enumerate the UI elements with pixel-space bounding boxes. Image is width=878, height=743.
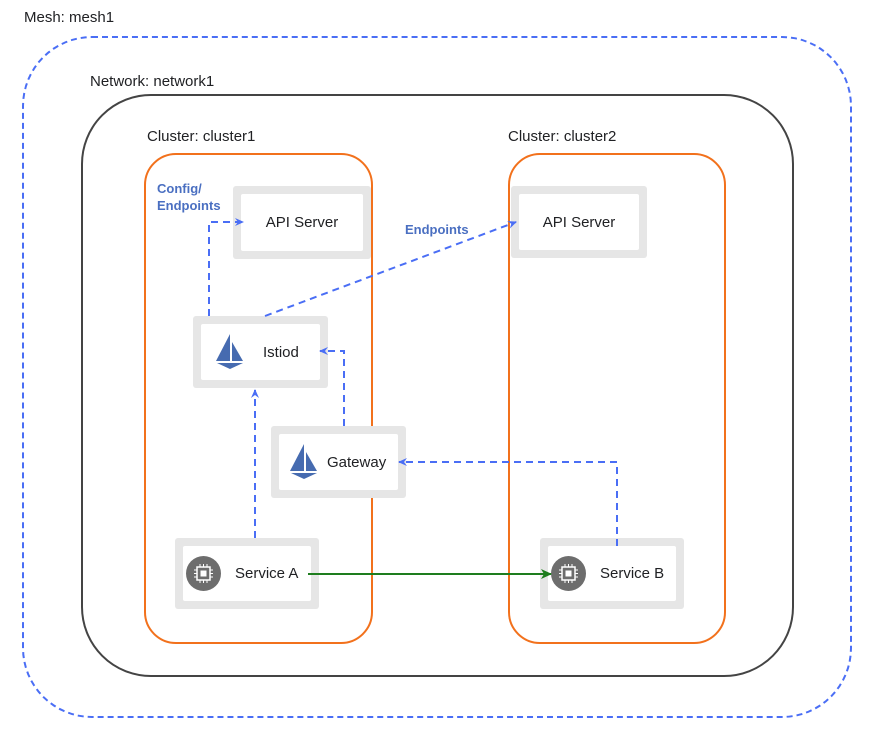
endpoints-label: Endpoints	[405, 222, 469, 237]
cluster2-label: Cluster: cluster2	[508, 128, 617, 145]
api-server-cluster2-label: API Server	[542, 213, 616, 231]
network-boundary	[81, 94, 794, 677]
gateway-label: Gateway	[327, 453, 387, 471]
chip-icon	[186, 556, 221, 591]
config-endpoints-label-line2: Endpoints	[157, 198, 221, 213]
istiod-node[interactable]: Istiod	[193, 316, 328, 388]
service-b-node[interactable]: Service B	[540, 538, 684, 609]
cluster1-boundary	[144, 153, 373, 644]
istio-sail-icon	[215, 332, 245, 372]
chip-icon	[551, 556, 586, 591]
mesh-boundary	[22, 36, 852, 718]
cluster1-label: Cluster: cluster1	[147, 128, 256, 145]
api-server-cluster2-node[interactable]: API Server	[511, 186, 647, 258]
istiod-label: Istiod	[263, 343, 299, 361]
config-endpoints-label-line1: Config/	[157, 181, 202, 196]
service-a-label: Service A	[235, 565, 299, 582]
network-label: Network: network1	[90, 73, 215, 90]
service-a-node[interactable]: Service A	[175, 538, 319, 609]
service-b-label: Service B	[600, 565, 665, 582]
gateway-node[interactable]: Gateway	[271, 426, 406, 498]
mesh-label: Mesh: mesh1	[24, 9, 115, 26]
cluster2-boundary	[508, 153, 726, 644]
api-server-cluster1-node[interactable]: API Server	[233, 186, 371, 259]
api-server-cluster1-label: API Server	[265, 214, 339, 231]
config-endpoints-label: Config/ Endpoints	[157, 180, 221, 214]
istio-sail-icon	[289, 442, 319, 482]
